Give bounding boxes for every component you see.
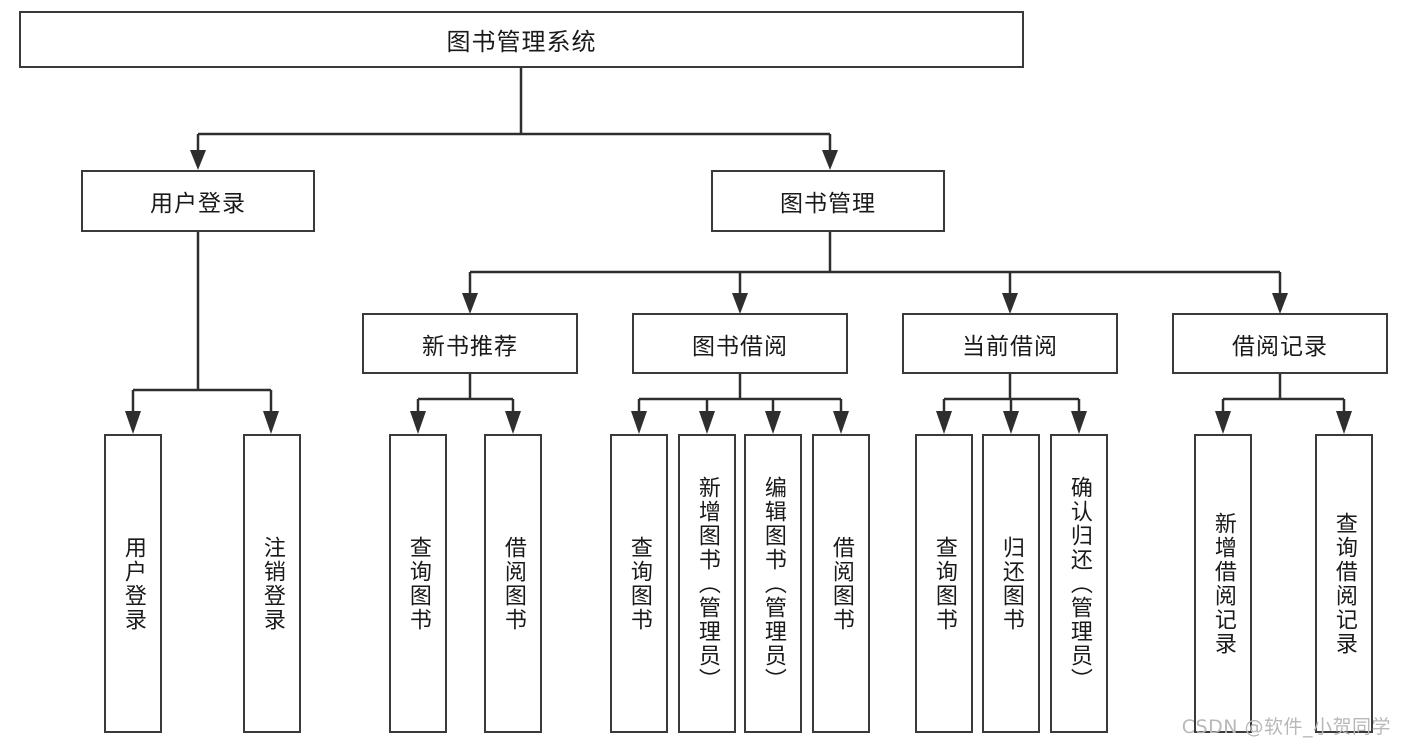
node-root-book-management-system[interactable]: 图书管理系统: [19, 11, 1024, 68]
node-label: 查询图书: [931, 535, 957, 632]
node-leaf-borrow-book[interactable]: 借阅图书: [812, 434, 870, 733]
node-current-borrowing[interactable]: 当前借阅: [902, 313, 1118, 374]
node-label: 归还图书: [998, 535, 1024, 632]
node-leaf-add-book-admin[interactable]: 新增图书（管理员）: [678, 434, 736, 733]
node-label: 图书借阅: [692, 333, 788, 360]
node-label: 新增图书（管理员）: [694, 475, 720, 692]
node-leaf-query-book-borrow[interactable]: 查询图书: [610, 434, 668, 733]
node-label: 用户登录: [150, 191, 246, 217]
node-label: 借阅图书: [828, 535, 854, 632]
node-label: 确认归还（管理员）: [1066, 475, 1092, 692]
node-leaf-query-book-recommendation[interactable]: 查询图书: [389, 434, 447, 733]
node-label: 查询图书: [405, 535, 431, 632]
node-new-book-recommendation[interactable]: 新书推荐: [362, 313, 578, 374]
node-label: 借阅记录: [1232, 333, 1328, 360]
node-book-management[interactable]: 图书管理: [711, 170, 945, 232]
node-leaf-edit-book-admin[interactable]: 编辑图书（管理员）: [744, 434, 802, 733]
node-label: 用户登录: [120, 535, 146, 632]
node-leaf-borrow-book-recommendation[interactable]: 借阅图书: [484, 434, 542, 733]
node-leaf-add-borrow-record[interactable]: 新增借阅记录: [1194, 434, 1252, 733]
csdn-watermark: CSDN @软件_小贺同学: [1181, 716, 1391, 738]
node-label: 注销登录: [259, 535, 285, 632]
node-label: 借阅图书: [500, 535, 526, 632]
node-label: 查询借阅记录: [1331, 511, 1357, 656]
node-label: 新增借阅记录: [1210, 511, 1236, 656]
node-leaf-query-book-current[interactable]: 查询图书: [915, 434, 973, 733]
node-label: 图书管理: [780, 191, 876, 217]
node-label: 查询图书: [626, 535, 652, 632]
node-leaf-confirm-return-admin[interactable]: 确认归还（管理员）: [1050, 434, 1108, 733]
node-label: 当前借阅: [962, 333, 1058, 360]
node-label: 图书管理系统: [446, 28, 597, 56]
node-leaf-user-logout[interactable]: 注销登录: [243, 434, 301, 733]
node-label: 编辑图书（管理员）: [760, 475, 786, 692]
node-user-login[interactable]: 用户登录: [81, 170, 315, 232]
node-leaf-user-login[interactable]: 用户登录: [104, 434, 162, 733]
node-leaf-query-borrow-record[interactable]: 查询借阅记录: [1315, 434, 1373, 733]
node-borrowing-record[interactable]: 借阅记录: [1172, 313, 1388, 374]
node-leaf-return-book[interactable]: 归还图书: [982, 434, 1040, 733]
node-book-borrowing[interactable]: 图书借阅: [632, 313, 848, 374]
node-label: 新书推荐: [422, 333, 518, 360]
